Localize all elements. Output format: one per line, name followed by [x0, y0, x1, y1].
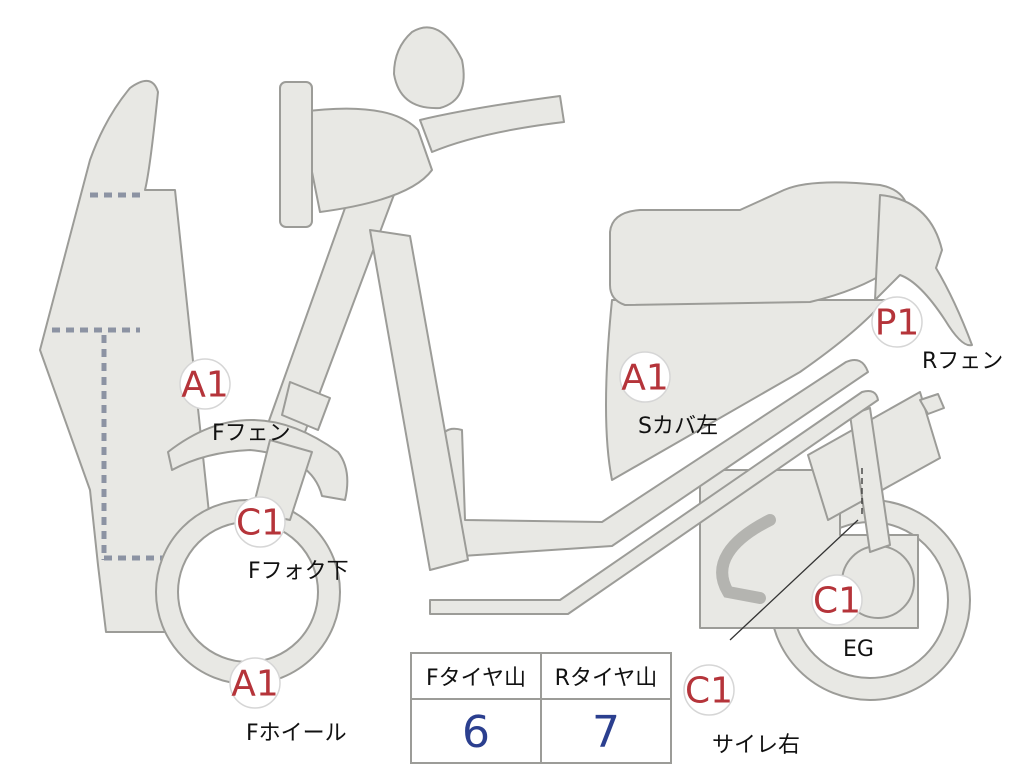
front-tire-header: Fタイヤ山 [426, 666, 526, 691]
marker-muffler-right: C1 サイレ右 [683, 664, 800, 758]
headlight [279, 81, 433, 228]
muffler-leader-line [729, 519, 859, 641]
front-wheel [155, 499, 341, 685]
marker-label: Sカバ左 [638, 414, 718, 439]
marker-label: サイレ右 [712, 733, 800, 758]
marker-code: C1 [685, 671, 733, 712]
tire-tread-table: Fタイヤ山 Rタイヤ山 6 7 [410, 652, 672, 764]
frame-down-tube [264, 179, 469, 571]
marker-badge [229, 657, 281, 709]
handlebar [419, 95, 565, 153]
marker-code: C1 [813, 581, 861, 622]
mirror [393, 26, 465, 110]
front-tire-value: 6 [462, 706, 490, 758]
rear-tire-header: Rタイヤ山 [540, 654, 670, 698]
seat [609, 181, 916, 306]
marker-code: A1 [231, 664, 279, 705]
marker-label: EG [843, 637, 874, 662]
front-fender-shape [167, 419, 349, 501]
marker-badge [683, 664, 735, 716]
marker-label: Fフェン [212, 421, 291, 446]
front-leg-shield [39, 80, 279, 633]
marker-badge [234, 496, 286, 548]
damage-markers: A1FフェンC1Fフォク下A1FホイールA1Sカバ左P1RフェンC1EGC1サイ… [179, 296, 1003, 758]
engine-unit [699, 469, 919, 629]
side-cover [605, 299, 886, 481]
marker-code: P1 [875, 303, 920, 344]
marker-code: C1 [236, 503, 284, 544]
rear-tire-value: 7 [540, 700, 670, 764]
marker-code: A1 [621, 358, 669, 399]
marker-badge [871, 296, 923, 348]
marker-badge [811, 574, 863, 626]
marker-badge [179, 358, 231, 410]
marker-label: Fホイール [246, 721, 347, 746]
marker-code: A1 [181, 365, 229, 406]
marker-badge [619, 351, 671, 403]
marker-label: Rフェン [922, 349, 1003, 374]
marker-label: Fフォク下 [248, 559, 349, 584]
rear-fender-shape [874, 194, 973, 347]
